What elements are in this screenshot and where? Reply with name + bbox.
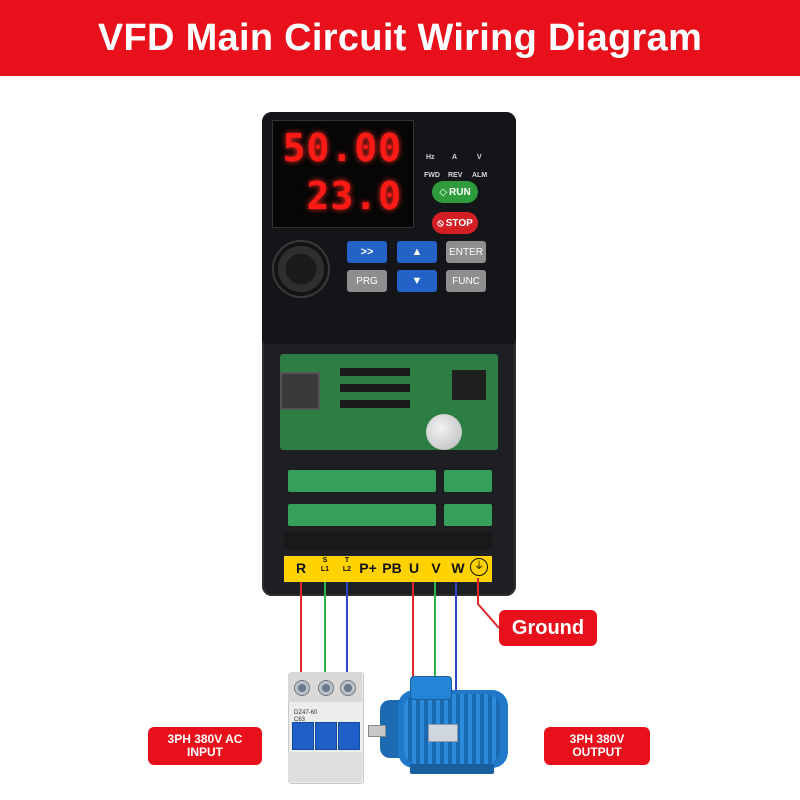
input-callout-line1: 3PH 380V AC — [167, 732, 243, 746]
prg-button[interactable]: PRG — [347, 270, 387, 292]
run-icon: ◇ — [439, 186, 448, 198]
alm-indicator: ALM — [472, 172, 488, 179]
run-button[interactable]: ◇ RUN — [432, 181, 478, 203]
terminal-t-bottom: L2 — [342, 566, 352, 573]
frequency-readout: 50.00 — [282, 126, 402, 170]
run-label: RUN — [449, 186, 471, 198]
stop-button[interactable]: ⦸ STOP — [432, 212, 478, 234]
output-callout: 3PH 380V OUTPUT — [544, 727, 650, 765]
potentiometer-knob[interactable] — [272, 240, 330, 298]
terminal-v: V — [431, 560, 441, 576]
breaker-toggle[interactable] — [338, 722, 360, 750]
down-button[interactable]: ▼ — [397, 270, 437, 292]
terminal-w: W — [451, 560, 465, 576]
power-terminal-screws — [284, 532, 492, 550]
terminal-r: R — [295, 560, 307, 576]
terminal-s-top: S — [322, 557, 328, 564]
output-callout-line2: OUTPUT — [572, 745, 622, 759]
hz-indicator: Hz — [426, 154, 435, 161]
breaker-rating: C63 — [294, 717, 306, 723]
title-banner: VFD Main Circuit Wiring Diagram — [0, 0, 800, 76]
led-display — [272, 120, 414, 228]
ground-icon: ⏚ — [470, 558, 488, 576]
output-callout-line1: 3PH 380V — [569, 732, 625, 746]
pcb-chip — [340, 368, 410, 376]
motor-junction-box — [410, 676, 452, 700]
pcb-relay — [452, 370, 486, 400]
motor-base — [410, 764, 494, 774]
page-title: VFD Main Circuit Wiring Diagram — [97, 16, 703, 59]
input-callout-line2: INPUT — [187, 745, 223, 759]
control-terminal-block — [444, 470, 492, 492]
breaker-toggle[interactable] — [292, 722, 314, 750]
rj45-port — [280, 372, 320, 410]
terminal-label-strip — [284, 556, 492, 582]
terminal-s: S L1 — [313, 556, 337, 574]
motor-shaft — [368, 725, 386, 737]
pcb-chip — [340, 400, 410, 408]
terminal-u: U — [408, 560, 420, 576]
breaker-screw-icon — [340, 680, 356, 696]
input-callout: 3PH 380V AC INPUT — [148, 727, 262, 765]
terminal-p-plus: P+ — [359, 560, 377, 576]
enter-button[interactable]: ENTER — [446, 241, 486, 263]
breaker-toggle[interactable] — [315, 722, 337, 750]
terminal-t-top: T — [344, 557, 350, 564]
current-readout: 23.0 — [306, 174, 402, 218]
breaker-marking: DZ47-60 C63 — [294, 710, 330, 724]
breaker-screw-icon — [294, 680, 310, 696]
control-terminal-block — [288, 470, 436, 492]
terminal-s-bottom: L1 — [320, 566, 330, 573]
stop-icon: ⦸ — [437, 217, 444, 229]
func-button[interactable]: FUNC — [446, 270, 486, 292]
terminal-t: T L2 — [335, 556, 359, 574]
v-indicator: V — [477, 154, 482, 161]
breaker-bottom-terminals — [288, 752, 362, 782]
capacitor — [426, 414, 462, 450]
pcb-chip — [340, 384, 410, 392]
terminal-pb: PB — [382, 560, 402, 576]
ground-callout: Ground — [499, 610, 597, 646]
fwd-indicator: FWD — [424, 172, 440, 179]
up-button[interactable]: ▲ — [397, 241, 437, 263]
ground-wire — [477, 578, 500, 629]
control-terminal-block — [288, 504, 436, 526]
stop-label: STOP — [445, 217, 473, 229]
breaker-model: DZ47-60 — [294, 710, 318, 716]
a-indicator: A — [452, 154, 458, 161]
motor-nameplate — [428, 724, 458, 742]
rev-indicator: REV — [448, 172, 463, 179]
shift-button[interactable]: >> — [347, 241, 387, 263]
breaker-screw-icon — [318, 680, 334, 696]
control-terminal-block — [444, 504, 492, 526]
